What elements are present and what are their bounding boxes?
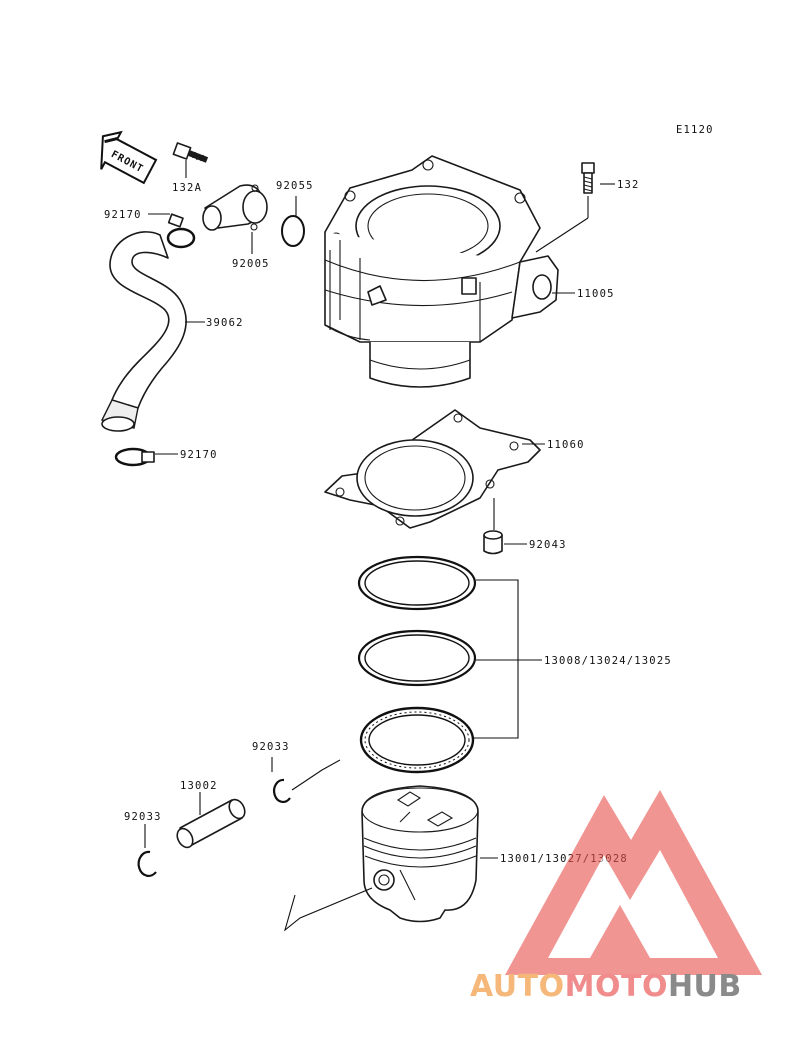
watermark-hub: HUB [668,969,742,1004]
label-92055: 92055 [276,180,314,192]
watermark-text: AUTOMOTOHUB [470,969,742,1004]
piston-pin-13002 [176,798,246,849]
bolt-132a [172,142,209,163]
diagram-code: E1120 [676,124,714,136]
label-rings: 13008/13024/13025 [544,655,672,667]
label-11005: 11005 [577,288,615,300]
front-arrow-icon: FRONT [100,130,158,185]
piston-ring-second [357,629,477,691]
label-92170-bottom: 92170 [180,449,218,461]
hose-clamp-92170-bottom [114,447,155,467]
hose-clamp-92170-top [166,213,196,249]
o-ring-92055 [281,215,305,247]
piston-ring-oil [359,706,475,774]
label-92170-top: 92170 [104,209,142,221]
label-92005: 92005 [232,258,270,270]
coolant-hose-39062 [100,231,187,432]
circlip-92033-right [273,778,291,803]
piston-ring-top [357,550,477,611]
watermark-moto: MOTO [565,969,668,1004]
label-13002: 13002 [180,780,218,792]
label-92033-left: 92033 [124,811,162,823]
watermark-auto: AUTO [470,969,565,1004]
dowel-pin-92043 [483,530,503,555]
label-132: 132 [617,179,640,191]
label-39062: 39062 [206,317,244,329]
label-11060: 11060 [547,439,585,451]
label-132a: 132A [172,182,202,194]
cylinder-gasket-11060 [324,409,541,529]
water-elbow-92005 [202,184,268,231]
label-92033-right: 92033 [252,741,290,753]
circlip-92033-left [137,850,157,877]
cylinder-11005 [324,155,559,388]
automotohub-watermark-logo [505,790,762,975]
piston-13001 [361,785,479,923]
bolt-132 [581,162,595,194]
label-92043: 92043 [529,539,567,551]
